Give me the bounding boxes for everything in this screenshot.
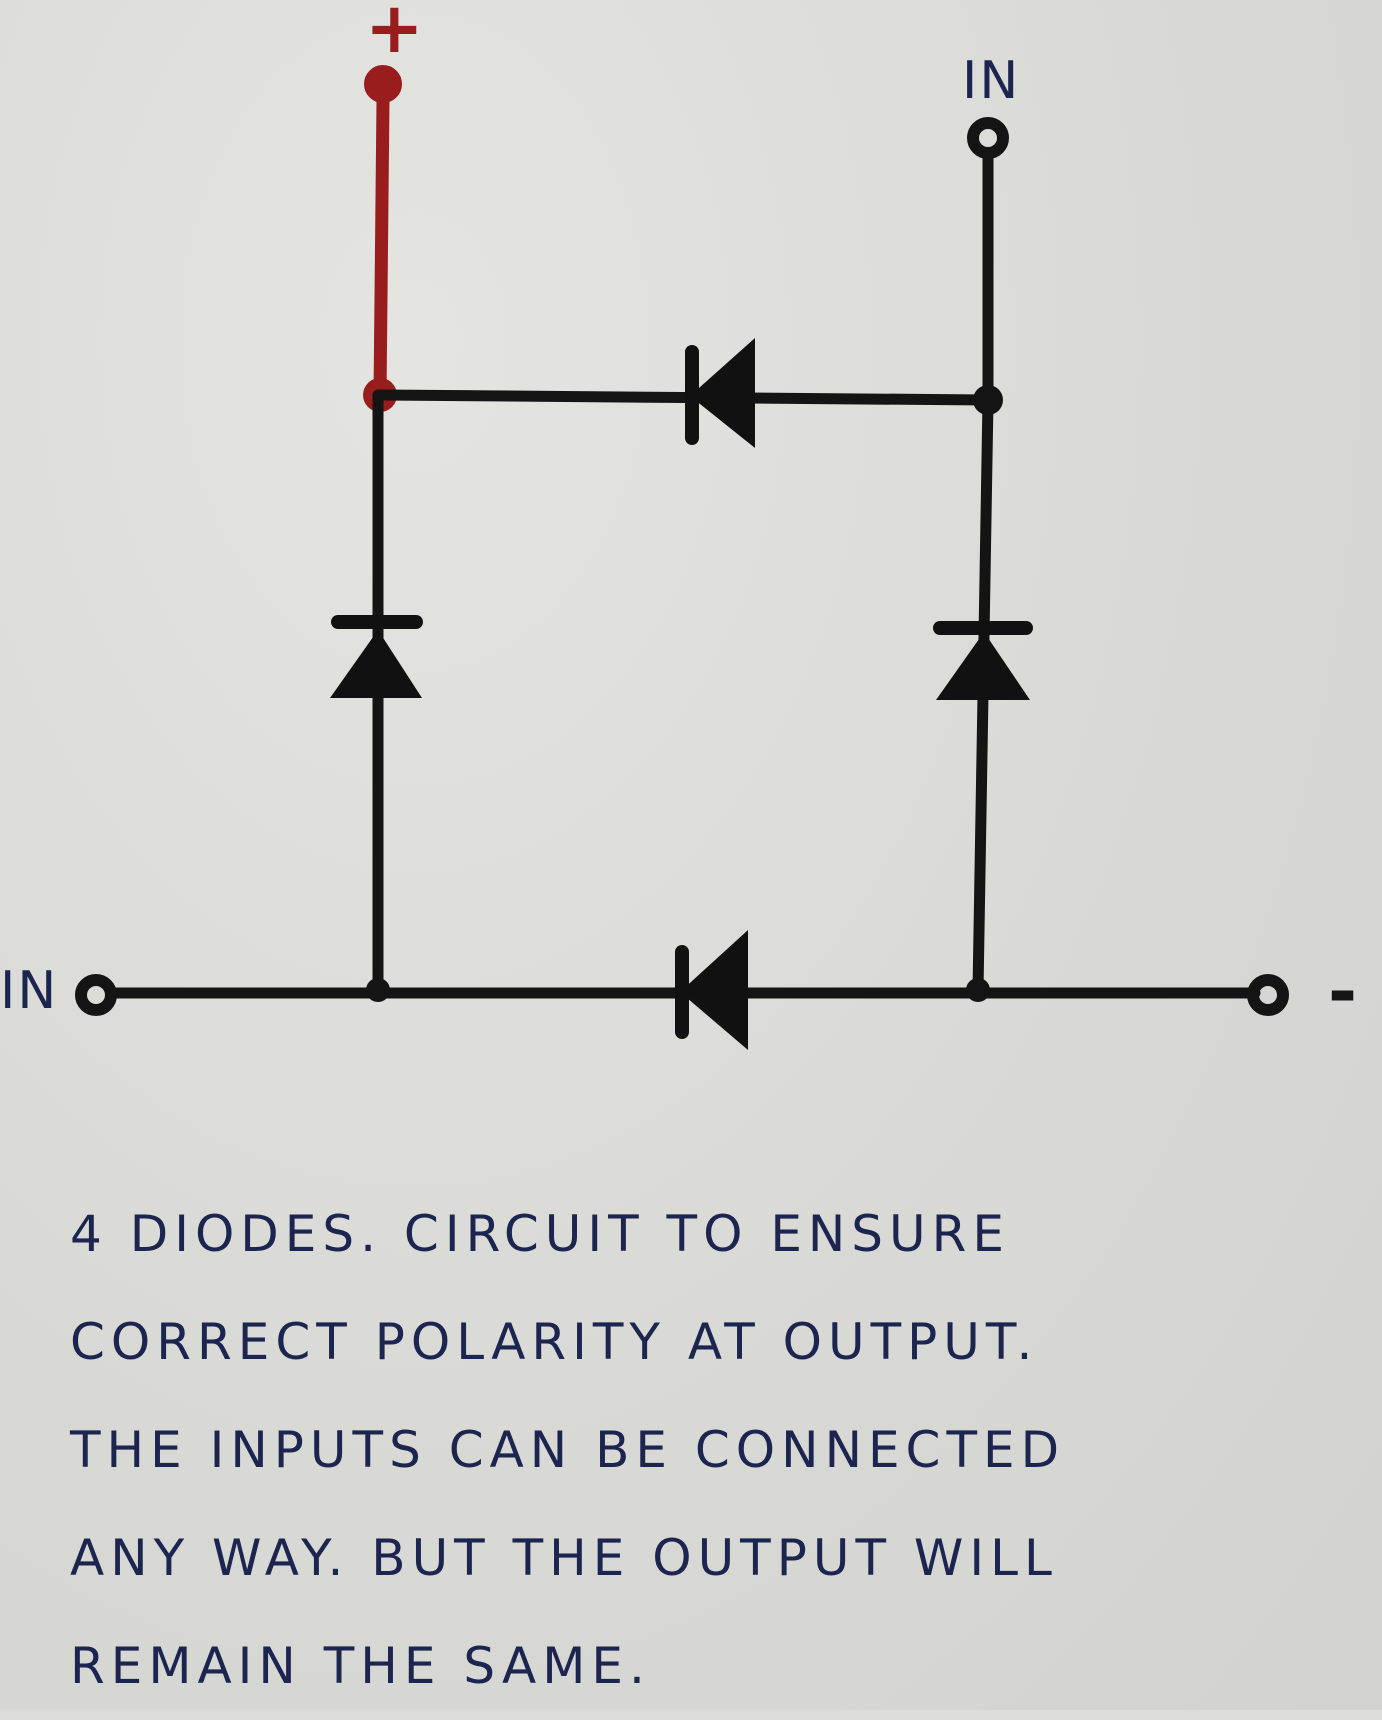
negative-sign: - [1328,951,1357,1033]
caption-line: 4 DIODES. CIRCUIT TO ENSURE [70,1205,1010,1263]
positive-output-wire [373,93,390,402]
top-branch-wire [374,389,994,406]
diode-top [685,338,755,448]
caption: 4 DIODES. CIRCUIT TO ENSURE CORRECT POLA… [70,1180,1330,1720]
positive-sign: + [365,0,424,69]
diode-left [330,615,423,698]
caption-line: REMAIN THE SAME. [70,1637,651,1695]
caption-line: CORRECT POLARITY AT OUTPUT. [70,1313,1039,1371]
diode-right-triangle [936,632,1030,700]
left-bottom-node [366,978,390,1002]
diode-right [933,621,1033,700]
diode-left-triangle [330,630,422,698]
caption-line: THE INPUTS CAN BE CONNECTED [70,1421,1066,1479]
caption-line: ANY WAY. BUT THE OUTPUT WILL [70,1529,1058,1587]
negative-output-terminal [1247,974,1289,1016]
bridge-rectifier-diagram: + IN IN [0,0,1357,1050]
diode-top-triangle [690,338,755,448]
input-left-label: IN [0,961,58,1021]
diode-bottom [675,930,748,1050]
right-bottom-node [966,978,990,1002]
input-top-label: IN [962,51,1020,111]
diode-bottom-triangle [680,930,748,1050]
